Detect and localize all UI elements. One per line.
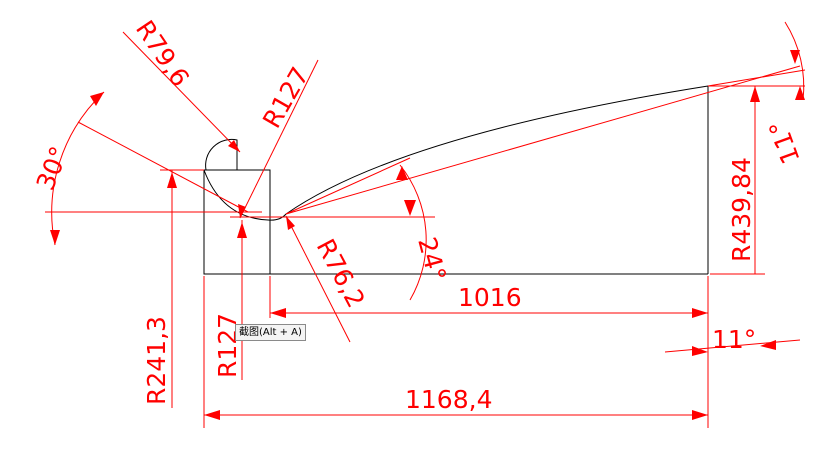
arrow-11deg-top-a — [790, 50, 800, 64]
label-r76: R76,2 — [311, 234, 371, 312]
arc-30deg — [51, 91, 105, 246]
arrow-r241-top — [167, 172, 177, 188]
ext-30deg-diag — [77, 121, 249, 213]
leader-r76 — [285, 215, 351, 343]
arrow-11deg-bottom-b — [760, 340, 776, 350]
ext-11deg-top — [707, 69, 806, 87]
label-r241: R241,3 — [142, 316, 171, 405]
label-r127-bottom: R127 — [213, 313, 242, 378]
dimline-11deg-bottom — [664, 339, 801, 353]
arrow-30deg-top — [90, 92, 104, 106]
arc-24deg — [399, 164, 427, 301]
dimension-lines — [45, 21, 806, 428]
concave-arc-r127 — [203, 169, 287, 221]
label-30deg: 30° — [31, 142, 74, 194]
top-arc-r79 — [205, 138, 238, 171]
arrow-r127-top — [238, 204, 246, 218]
arrow-r127-bottom — [237, 222, 247, 238]
label-11deg-top: 11° — [763, 116, 805, 168]
label-24deg: 24° — [412, 234, 451, 284]
label-r79: R79,6 — [130, 15, 195, 92]
label-11deg-bottom: 11° — [712, 325, 756, 354]
arrow-1016-left — [270, 308, 286, 318]
dimension-labels: R79,6 R127 30° R76,2 24° 1016 R439,84 11… — [31, 15, 806, 414]
arrow-30deg-bottom — [50, 230, 60, 245]
label-1016: 1016 — [458, 283, 522, 312]
chord-line — [285, 65, 801, 215]
arrow-11deg-top-b — [795, 86, 805, 100]
arrow-1168-right — [692, 410, 708, 420]
arrow-11deg-bottom-a — [692, 346, 708, 356]
screenshot-tooltip: 截图(Alt + A) — [235, 324, 306, 341]
label-r439: R439,84 — [727, 157, 756, 262]
arrow-r76 — [286, 216, 295, 230]
arrow-24deg-top — [396, 166, 408, 180]
leader-r79 — [122, 31, 241, 153]
arrow-r439-top — [750, 86, 760, 102]
arrow-1168-left — [204, 410, 220, 420]
label-r127-top: R127 — [257, 62, 315, 133]
arrow-1016-right — [692, 308, 708, 318]
curved-top-profile — [285, 85, 709, 215]
arrowheads — [50, 50, 805, 420]
arc-11deg-top — [784, 21, 805, 101]
tangent-line-24deg — [285, 157, 411, 215]
part-left-block — [203, 169, 271, 275]
leader-r127-top — [239, 59, 319, 219]
label-1168: 1168,4 — [405, 385, 492, 414]
arrow-24deg-bottom — [404, 200, 416, 216]
part-geometry — [203, 85, 709, 275]
arrow-r79 — [228, 140, 240, 152]
